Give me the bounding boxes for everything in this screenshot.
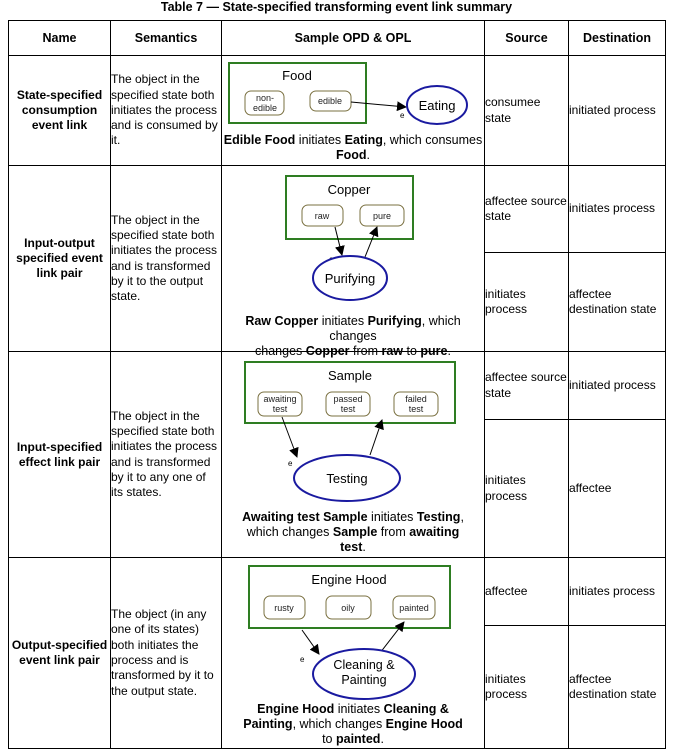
process-label: Painting [341, 673, 386, 687]
state-label: non- [256, 93, 274, 103]
opd-diagram: Sample awaiting test passed test failed … [244, 361, 456, 502]
state-box [244, 90, 285, 116]
event-mark: e [288, 459, 293, 468]
destination-cell: initiates process [568, 165, 666, 253]
destination-cell: initiates process [568, 557, 666, 626]
table-row: State-specified consumption event link T… [8, 55, 666, 166]
event-mark: e [300, 655, 305, 664]
table-caption: Table 7 — State-specified transforming e… [160, 0, 513, 14]
source-cell: initiates process [484, 625, 569, 749]
state-label: test [273, 404, 288, 414]
table-row: initiates process affectee [9, 419, 666, 558]
object-label: Food [282, 68, 312, 83]
result-link-arrow [364, 226, 379, 258]
sample-opd-cell: Engine Hood rusty oily painted e Cleanin… [221, 557, 485, 749]
state-box [325, 391, 371, 417]
object-label: Sample [328, 368, 372, 383]
process-label: Eating [419, 98, 456, 113]
state-label: passed [333, 394, 362, 404]
process-ellipse [406, 85, 468, 125]
state-label: test [409, 404, 424, 414]
row-semantics: The object in the specified state both i… [110, 165, 222, 352]
destination-cell: affectee [568, 419, 666, 558]
state-label: edible [253, 103, 277, 113]
row-semantics: The object in the specified state both i… [110, 351, 222, 558]
state-box [359, 204, 405, 227]
state-label: edible [318, 96, 342, 106]
row-semantics: The object (in any one of its states) bo… [110, 557, 222, 749]
object-label: Engine Hood [311, 572, 386, 587]
process-label: Purifying [325, 271, 376, 286]
process-label: Cleaning & [333, 658, 395, 672]
process-label: Testing [326, 471, 367, 486]
table-row: initiates process affectee destination s… [9, 625, 666, 749]
row-name: State-specified consumption event link [8, 55, 111, 166]
row-semantics: The object in the specified state both i… [110, 55, 222, 166]
event-link-summary-table: Name Semantics Sample OPD & OPL Source D… [8, 20, 666, 749]
event-link-arrow [350, 101, 407, 112]
row-name: Input-output specified event link pair [8, 165, 111, 352]
source-cell: initiates process [484, 419, 569, 558]
destination-cell: initiated process [568, 55, 666, 166]
source-cell: affectee [484, 557, 569, 626]
row-name: Input-specified effect link pair [8, 351, 111, 558]
event-link-arrow [301, 629, 320, 655]
state-box [393, 391, 439, 417]
state-box [263, 595, 306, 620]
event-link-arrow [281, 416, 299, 458]
opd-diagram: Food non- edible edible e Eating [228, 62, 468, 125]
state-label: awaiting [263, 394, 296, 404]
header-name: Name [8, 20, 111, 56]
sample-opd-cell: Sample awaiting test passed test failed … [221, 351, 485, 558]
source-cell: affectee source state [484, 165, 569, 253]
result-link-arrow [379, 621, 405, 654]
effect-link-arrow [369, 419, 384, 456]
opl-sentence: Engine Hood initiates Cleaning &Painting… [243, 702, 463, 746]
opd-diagram: Copper raw pure e Purifying [285, 175, 414, 301]
state-label: pure [373, 211, 391, 221]
destination-cell: affectee destination state [568, 252, 666, 352]
state-box [392, 595, 436, 620]
state-box [257, 391, 303, 417]
process-ellipse [293, 454, 401, 502]
destination-cell: initiated process [568, 351, 666, 420]
table-row: initiates process affectee destination s… [9, 252, 666, 352]
state-box [301, 204, 344, 227]
table-row: Input-output specified event link pair T… [8, 165, 666, 358]
process-ellipse [312, 648, 416, 700]
table-row: Input-specified effect link pair The obj… [8, 351, 666, 558]
table-row: Output-specified event link pair The obj… [8, 557, 666, 749]
header-semantics: Semantics [110, 20, 222, 56]
source-cell: consumee state [484, 55, 569, 166]
header-row: Name Semantics Sample OPD & OPL Source D… [8, 20, 666, 56]
state-box [325, 595, 372, 620]
state-label: test [341, 404, 356, 414]
state-label: oily [341, 603, 355, 613]
sample-opd-cell: Food non- edible edible e Eating Edible … [221, 55, 485, 166]
state-label: painted [399, 603, 429, 613]
destination-cell: affectee destination state [568, 625, 666, 749]
source-cell: affectee source state [484, 351, 569, 420]
event-link-arrow [334, 226, 345, 256]
object-label: Copper [328, 182, 371, 197]
header-source: Source [484, 20, 569, 56]
state-label: rusty [274, 603, 294, 613]
row-name: Output-specified event link pair [8, 557, 111, 749]
header-sample: Sample OPD & OPL [221, 20, 485, 56]
opl-sentence: Edible Food initiates Eating, which cons… [223, 133, 483, 162]
source-cell: initiates process [484, 252, 569, 352]
event-mark: e [400, 111, 405, 120]
header-destination: Destination [568, 20, 666, 56]
sample-opd-cell: Copper raw pure e Purifying Raw Copper i… [221, 165, 485, 358]
opd-diagram: Engine Hood rusty oily painted e Cleanin… [248, 565, 451, 700]
process-ellipse [312, 255, 388, 301]
state-label: raw [315, 211, 330, 221]
state-label: failed [405, 394, 427, 404]
state-box [309, 90, 352, 112]
opl-sentence: Awaiting test Sample initiates Testing,w… [242, 510, 464, 554]
